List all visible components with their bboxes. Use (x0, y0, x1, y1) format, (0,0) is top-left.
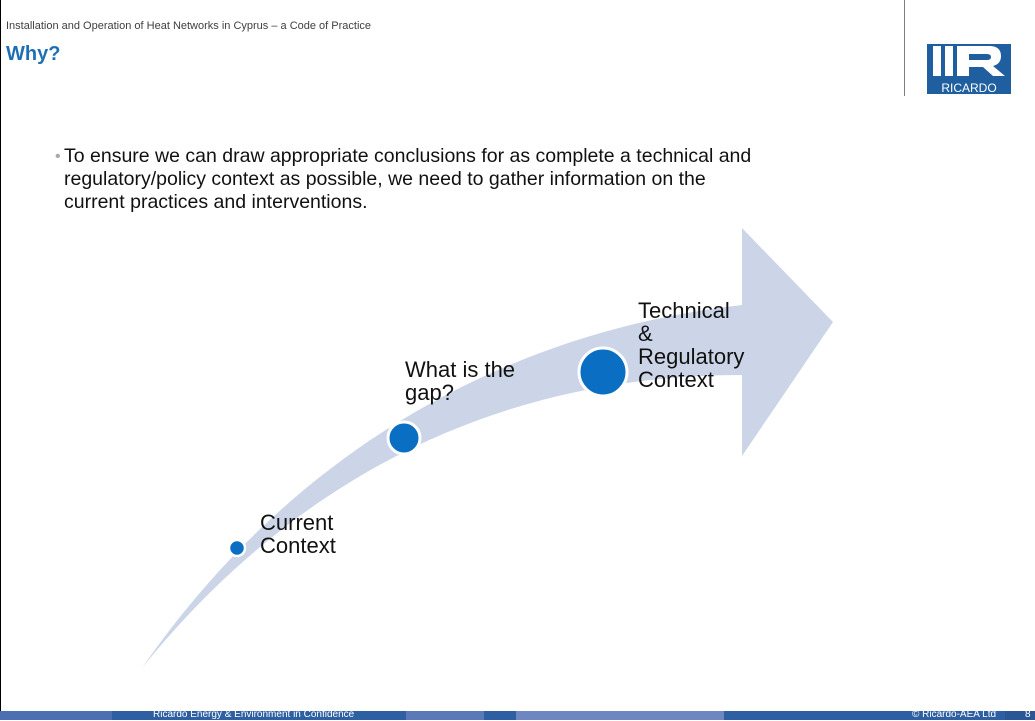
slide-frame-border (0, 0, 1, 720)
stage-node-technical (577, 346, 629, 398)
svg-text:RICARDO: RICARDO (941, 81, 996, 94)
stage-label-current: Current Context (260, 510, 336, 558)
curved-arrow-shape (142, 228, 833, 668)
stage-label-technical: Technical & Regulatory Context (638, 298, 745, 392)
stage-label-gap: What is the gap? (405, 357, 516, 405)
footer-copyright: © Ricardo-AEA Ltd (912, 709, 997, 720)
stage-node-gap (386, 420, 422, 456)
footer-page-number: 8 (1025, 709, 1031, 720)
slide-title: Why? (6, 43, 61, 65)
footer-confidentiality: Ricardo Energy & Environment in Confiden… (153, 709, 355, 720)
header-divider (904, 0, 905, 96)
ricardo-logo-graphic: RICARDO (925, 42, 1013, 95)
footer-bands (0, 711, 1035, 720)
ricardo-logo: RICARDO (925, 42, 1013, 95)
bullet-text: To ensure we can draw appropriate conclu… (64, 145, 752, 213)
stage-node-current (227, 538, 247, 558)
bullet-marker: • (55, 148, 61, 165)
bullet-point: • To ensure we can draw appropriate conc… (55, 145, 764, 214)
footer-bar: Ricardo Energy & Environment in Confiden… (0, 709, 1035, 720)
document-title: Installation and Operation of Heat Netwo… (6, 20, 372, 32)
